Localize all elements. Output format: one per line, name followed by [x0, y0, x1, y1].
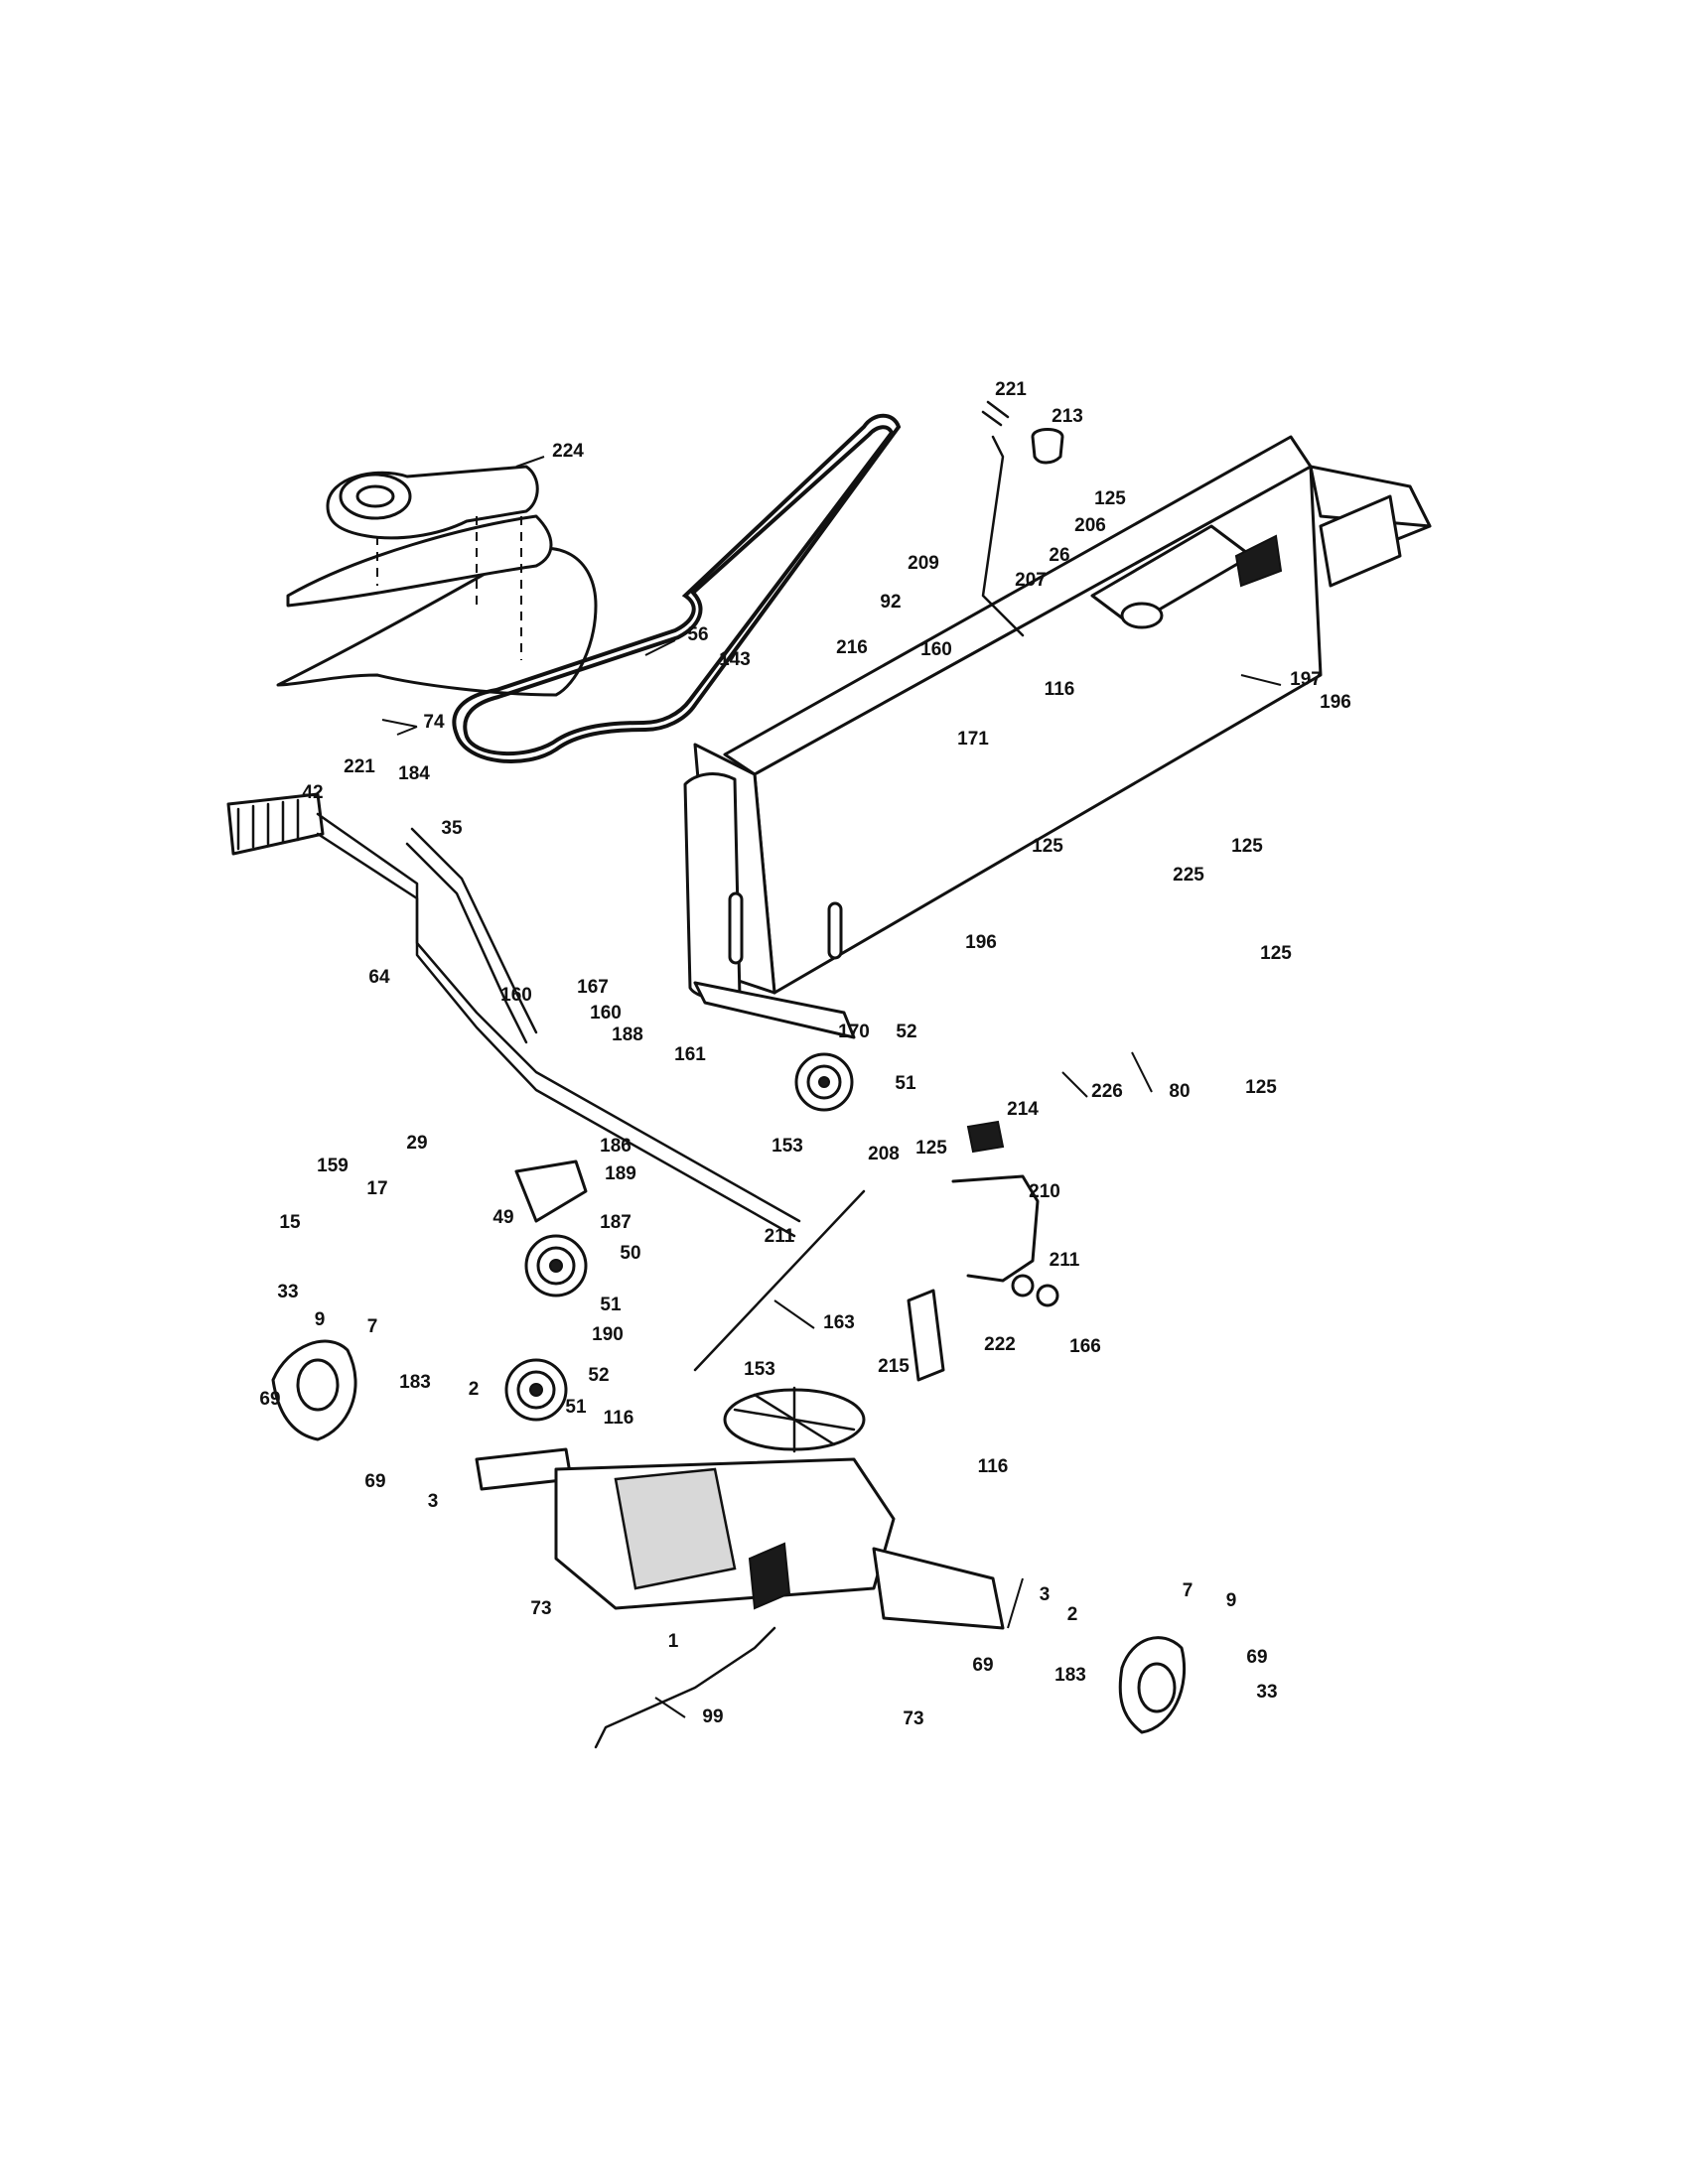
callout-74: 74: [423, 712, 445, 733]
callout-209: 209: [908, 553, 939, 574]
transaxle: [475, 1386, 1005, 1630]
callout-163: 163: [823, 1312, 855, 1333]
callout-33: 33: [277, 1282, 298, 1302]
fender-assembly: [276, 465, 598, 697]
callout-222: 222: [984, 1334, 1016, 1355]
callout-29: 29: [406, 1133, 427, 1154]
callout-166: 166: [1069, 1336, 1101, 1357]
callout-125: 125: [915, 1138, 947, 1159]
callout-125: 125: [1245, 1077, 1277, 1098]
pedal-shaft: [226, 792, 801, 1238]
callout-3: 3: [428, 1491, 439, 1512]
callout-221: 221: [344, 756, 375, 777]
callout-52: 52: [588, 1365, 609, 1386]
callout-69: 69: [364, 1471, 385, 1492]
callout-9: 9: [315, 1309, 326, 1330]
leader-lines: [381, 456, 1282, 1718]
callout-211: 211: [1050, 1250, 1080, 1271]
callout-50: 50: [620, 1243, 640, 1264]
callout-116: 116: [978, 1456, 1009, 1477]
callout-73: 73: [530, 1598, 551, 1619]
callout-160: 160: [920, 639, 952, 660]
callout-143: 143: [719, 649, 751, 670]
callout-187: 187: [600, 1212, 632, 1233]
callout-125: 125: [1231, 836, 1263, 857]
callout-167: 167: [577, 977, 609, 998]
callout-69: 69: [259, 1389, 280, 1410]
callout-189: 189: [605, 1163, 636, 1184]
callout-80: 80: [1169, 1081, 1190, 1102]
callout-171: 171: [957, 729, 989, 750]
callout-210: 210: [1029, 1181, 1060, 1202]
callout-190: 190: [592, 1324, 624, 1345]
callout-56: 56: [687, 624, 708, 645]
callout-125: 125: [1260, 943, 1292, 964]
callout-184: 184: [398, 763, 430, 784]
callout-9: 9: [1226, 1590, 1237, 1611]
callout-125: 125: [1094, 488, 1126, 509]
callout-216: 216: [836, 637, 868, 658]
callout-196: 196: [965, 932, 997, 953]
callout-160: 160: [500, 985, 532, 1006]
callout-224: 224: [552, 441, 584, 462]
callout-186: 186: [600, 1136, 632, 1157]
callout-99: 99: [702, 1706, 723, 1727]
callout-206: 206: [1074, 515, 1106, 536]
callout-42: 42: [302, 782, 323, 803]
callout-188: 188: [612, 1024, 643, 1045]
callout-161: 161: [674, 1044, 706, 1065]
callout-51: 51: [600, 1295, 622, 1315]
callout-33: 33: [1256, 1682, 1277, 1703]
callout-7: 7: [367, 1316, 378, 1337]
callout-183: 183: [399, 1372, 431, 1393]
callout-116: 116: [1045, 679, 1075, 700]
pulley-stack: [504, 1052, 854, 1422]
shift-rod: [594, 1626, 776, 1749]
shift-lever: [981, 400, 1064, 637]
callout-211: 211: [765, 1226, 795, 1247]
callout-159: 159: [317, 1156, 349, 1176]
callout-17: 17: [366, 1178, 387, 1199]
callout-170: 170: [838, 1022, 870, 1042]
callout-153: 153: [772, 1136, 803, 1157]
callout-64: 64: [368, 967, 390, 988]
callout-51: 51: [565, 1397, 587, 1418]
callout-221: 221: [995, 379, 1027, 400]
callout-196: 196: [1320, 692, 1351, 713]
callout-52: 52: [896, 1022, 916, 1042]
callout-125: 125: [1032, 836, 1063, 857]
callout-35: 35: [441, 818, 463, 839]
callout-183: 183: [1054, 1665, 1086, 1686]
callout-153: 153: [744, 1359, 775, 1380]
callout-160: 160: [590, 1003, 622, 1024]
callout-69: 69: [972, 1655, 993, 1676]
callout-215: 215: [878, 1356, 910, 1377]
callout-208: 208: [868, 1144, 900, 1164]
callout-2: 2: [1067, 1604, 1078, 1625]
brake-pedal: [693, 1120, 1059, 1382]
callout-26: 26: [1049, 545, 1069, 566]
callout-116: 116: [604, 1408, 634, 1429]
callout-69: 69: [1246, 1647, 1267, 1668]
callout-15: 15: [279, 1212, 301, 1233]
drive-belt: [452, 413, 902, 763]
callout-225: 225: [1173, 865, 1204, 886]
callout-1: 1: [668, 1631, 679, 1652]
callout-2: 2: [469, 1379, 480, 1400]
callout-73: 73: [903, 1708, 923, 1729]
callout-49: 49: [492, 1207, 513, 1228]
callout-51: 51: [895, 1073, 916, 1094]
callout-92: 92: [880, 592, 901, 613]
main-frame: [683, 435, 1432, 1039]
callout-197: 197: [1290, 669, 1322, 690]
wheel-hubs: [271, 1339, 1187, 1734]
callout-214: 214: [1007, 1099, 1039, 1120]
callout-226: 226: [1091, 1081, 1123, 1102]
callout-7: 7: [1183, 1580, 1193, 1601]
callout-213: 213: [1052, 406, 1083, 427]
callout-207: 207: [1015, 570, 1047, 591]
callout-3: 3: [1040, 1584, 1051, 1605]
